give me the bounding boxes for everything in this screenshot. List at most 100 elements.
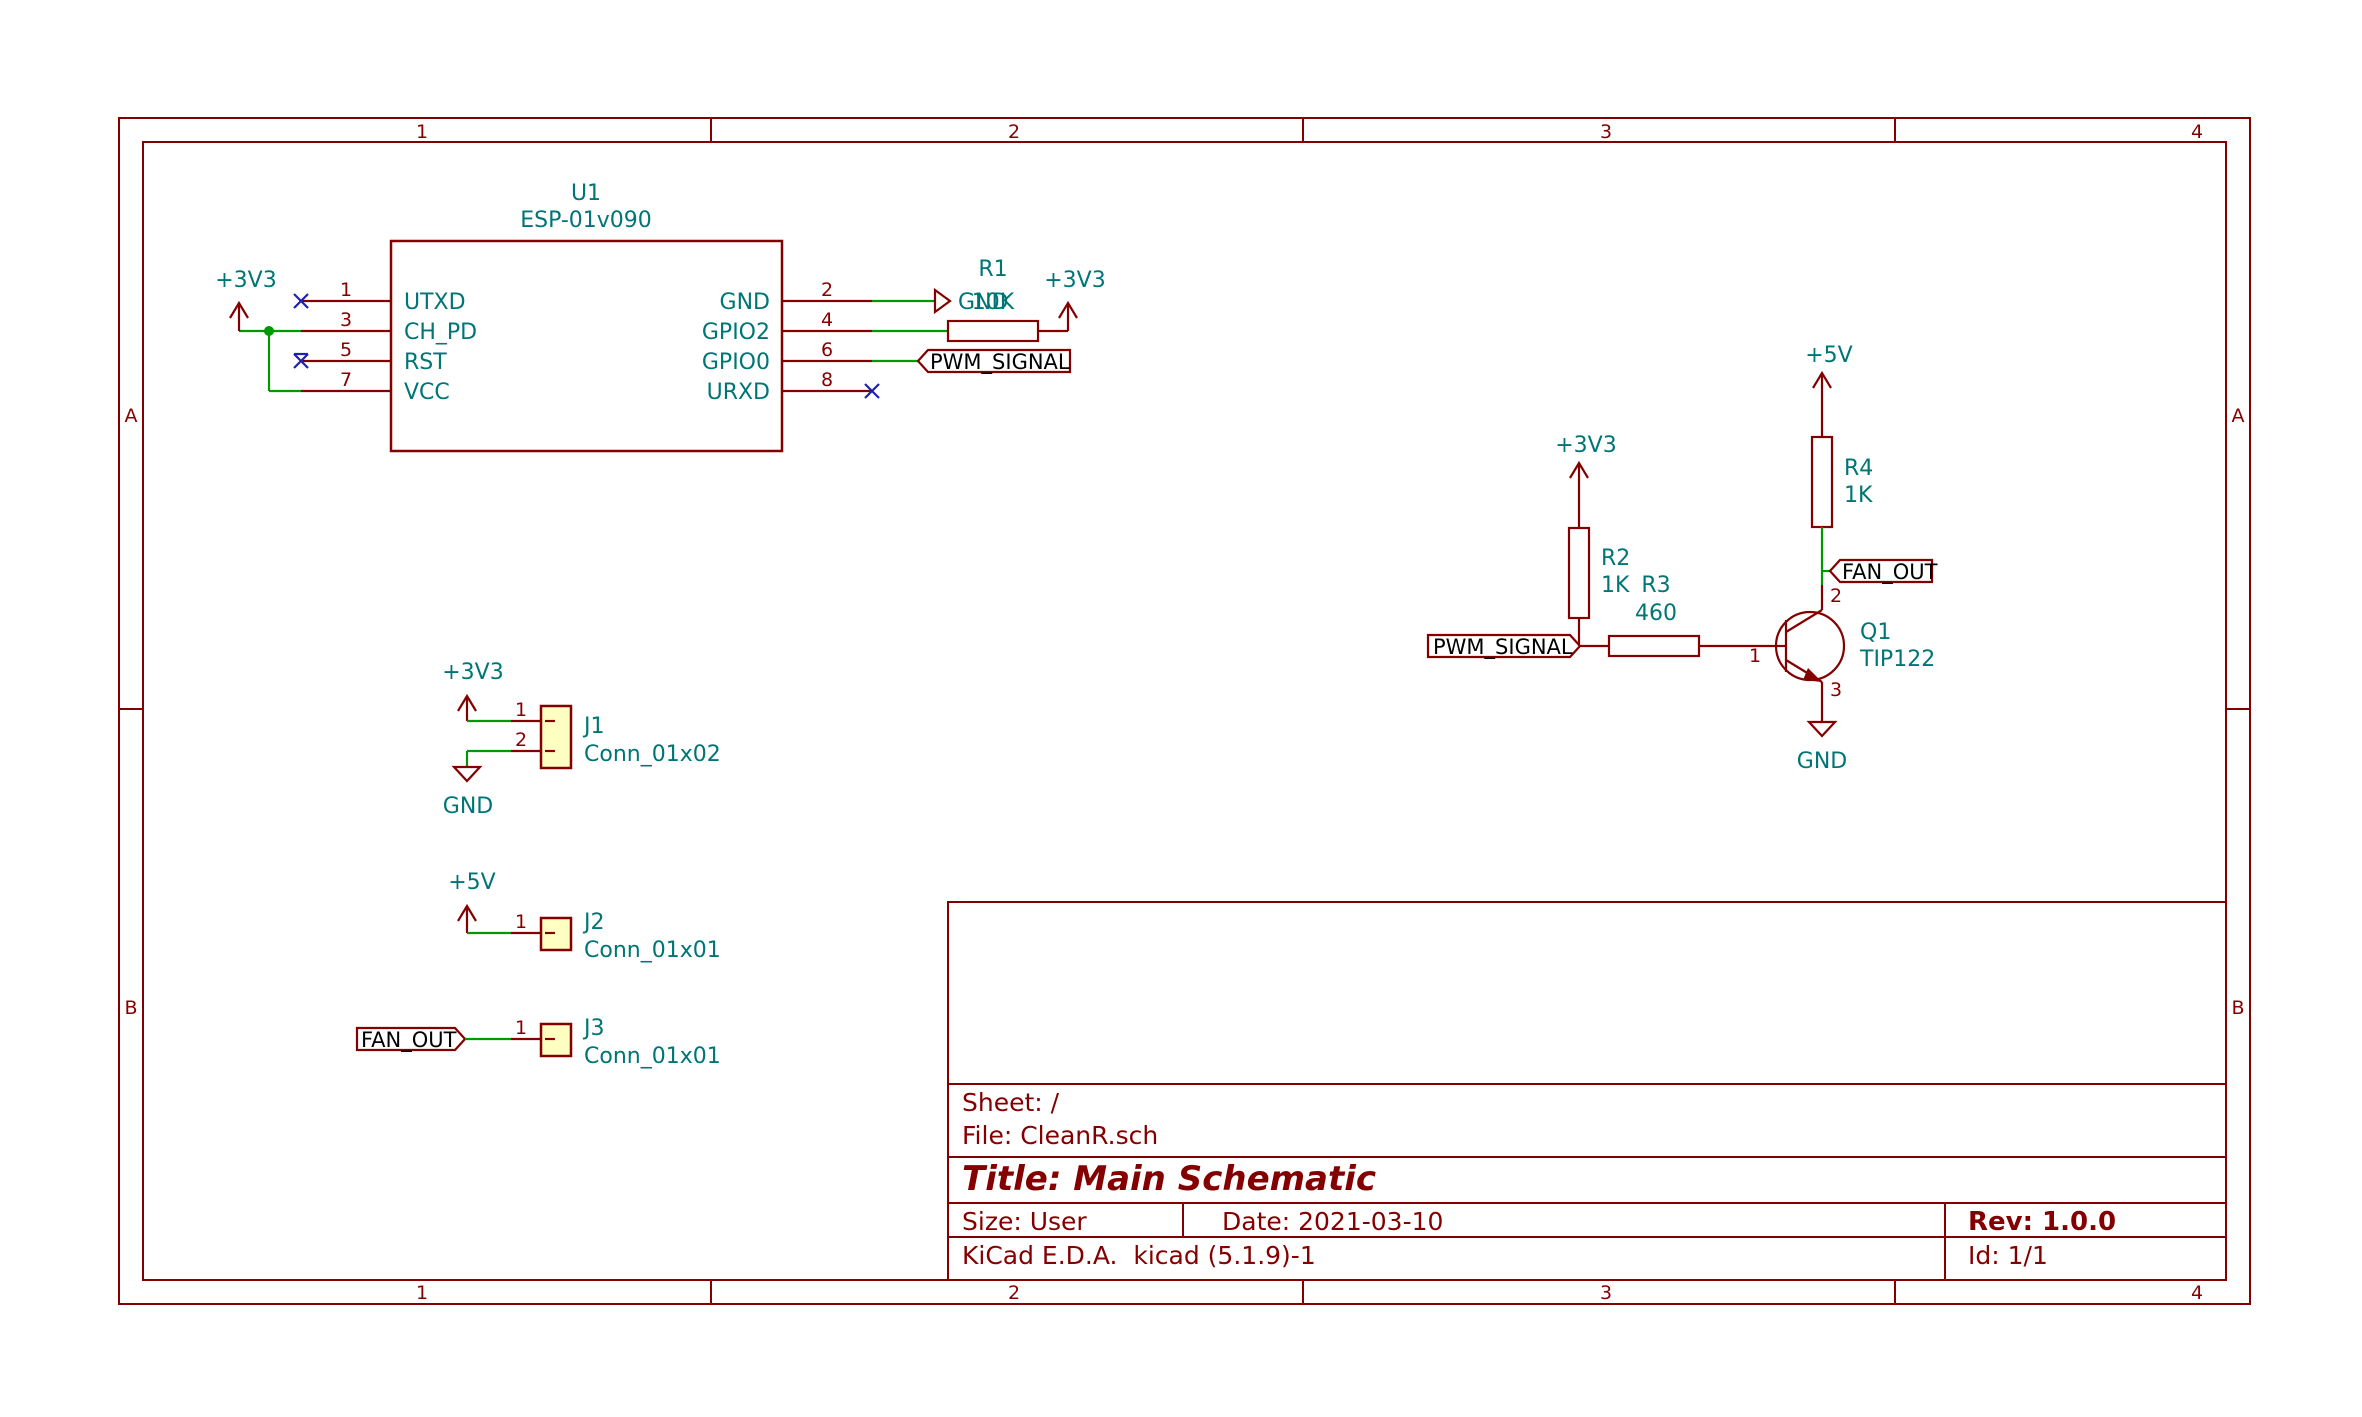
pwm-label-text: PWM_SIGNAL	[930, 350, 1070, 375]
j1-connector[interactable]: +3V3 GND 1 2 J1 Conn_01x02	[442, 660, 720, 819]
r1-resistor[interactable]: R1 10K +3V3	[872, 257, 1106, 343]
q1-driver-circuit: +3V3 R2 1K PWM_SIGNAL R3 460	[1426, 343, 1938, 774]
frame-col-label: 3	[1600, 1282, 1612, 1304]
u1-pin-name: CH_PD	[404, 320, 477, 345]
j3-connector[interactable]: FAN_OUT 1 J3 Conn_01x01	[355, 1016, 721, 1069]
u1-pin-name: UTXD	[404, 290, 466, 315]
j1-pin-number: 1	[515, 699, 527, 721]
title-block-title: Title: Main Schematic	[962, 1159, 1376, 1199]
u1-gnd-net: GND	[872, 287, 1008, 315]
power-label-5v: +5V	[1805, 343, 1852, 368]
u1-pin-name: VCC	[404, 380, 450, 405]
frame-col-label: 1	[416, 121, 428, 143]
q1-value: TIP122	[1859, 647, 1935, 672]
frame-row-labels: A A B B	[124, 405, 2244, 1019]
u1-ref: U1	[571, 181, 601, 206]
power-arrow-icon	[1812, 370, 1832, 389]
u1-esp01-module[interactable]: U1 ESP-01v090 1 3 5 7 UTXD CH_PD RST VCC…	[301, 181, 872, 453]
pwm-label-text: PWM_SIGNAL	[1433, 635, 1573, 660]
gnd-arrow-icon	[933, 287, 952, 315]
u1-pin-name: URXD	[707, 380, 770, 405]
r3-resistor[interactable]: R3 460	[1607, 573, 1701, 658]
pwm-signal-label-q1[interactable]: PWM_SIGNAL	[1426, 633, 1582, 660]
j1-value: Conn_01x02	[584, 742, 721, 767]
u1-pin-name: GPIO2	[702, 320, 770, 345]
no-connect-rst	[293, 352, 309, 369]
gnd-label-q1: GND	[1797, 749, 1847, 774]
power-label-3v3: +3V3	[1044, 268, 1105, 293]
u1-pin-number: 8	[821, 369, 833, 391]
j3-pin-number: 1	[515, 1017, 527, 1039]
junction-dot	[264, 326, 274, 336]
frame-col-label: 3	[1600, 121, 1612, 143]
gnd-arrow-icon	[1806, 720, 1838, 738]
power-label-5v: +5V	[448, 870, 495, 895]
no-connect-utxd	[293, 293, 309, 309]
q1-pin-number: 1	[1749, 645, 1761, 667]
j2-pin-number: 1	[515, 911, 527, 933]
power-label-3v3: +3V3	[1555, 433, 1616, 458]
u1-pin-number: 1	[340, 279, 352, 301]
q1-pin-number: 2	[1830, 585, 1842, 607]
u1-pin-number: 3	[340, 309, 352, 331]
no-connect-markers	[293, 293, 880, 399]
u1-pin-number: 5	[340, 339, 352, 361]
u1-value: ESP-01v090	[520, 208, 652, 233]
u1-pin-name: GND	[720, 290, 770, 315]
pwm-signal-label-u1[interactable]: PWM_SIGNAL	[872, 348, 1072, 375]
title-block-id: Id: 1/1	[1968, 1241, 2048, 1270]
gnd-label-u1: GND	[958, 290, 1008, 315]
r2-ref: R2	[1601, 546, 1630, 571]
power-label-3v3: +3V3	[442, 660, 503, 685]
gnd-arrow-icon	[451, 765, 483, 783]
j1-ref: J1	[582, 714, 605, 739]
fan-label-text: FAN_OUT	[1842, 560, 1938, 585]
title-block: Sheet: / File: CleanR.sch Title: Main Sc…	[947, 901, 2227, 1281]
j2-ref: J2	[582, 910, 605, 935]
frame-col-label: 2	[1008, 121, 1020, 143]
power-arrow-icon	[1058, 300, 1078, 319]
emitter-arrow-icon	[1803, 668, 1822, 682]
u1-pin-number: 4	[821, 309, 833, 331]
u1-pin-name: GPIO0	[702, 350, 770, 375]
u1-vcc-net: +3V3	[215, 268, 301, 393]
frame-column-labels: 1 2 3 4 1 2 3 4	[416, 121, 2203, 1304]
power-arrow-icon	[457, 903, 477, 922]
j2-connector[interactable]: +5V 1 J2 Conn_01x01	[448, 870, 720, 963]
j3-value: Conn_01x01	[584, 1044, 721, 1069]
title-block-file: File: CleanR.sch	[962, 1121, 1158, 1150]
r2-value: 1K	[1601, 573, 1630, 598]
u1-pin-number: 6	[821, 339, 833, 361]
title-block-rev: Rev: 1.0.0	[1968, 1207, 2116, 1237]
r1-value: 10K	[972, 290, 1015, 315]
q1-transistor[interactable]: 1 2 3 Q1 TIP122	[1749, 585, 1935, 710]
frame-col-label: 1	[416, 1282, 428, 1304]
title-block-date: Date: 2021-03-10	[1222, 1207, 1443, 1236]
power-arrow-icon	[1569, 460, 1589, 479]
power-arrow-icon	[457, 693, 477, 712]
u1-body	[389, 239, 784, 453]
r3-value: 460	[1635, 601, 1677, 626]
frame-row-label: A	[2232, 405, 2245, 427]
u1-pin-number: 2	[821, 279, 833, 301]
frame-row-label: A	[125, 405, 138, 427]
r3-ref: R3	[1641, 573, 1670, 598]
j3-ref: J3	[582, 1016, 605, 1041]
fan-out-label-q1[interactable]: FAN_OUT	[1822, 558, 1938, 585]
q1-ref: Q1	[1860, 620, 1891, 645]
gnd-label-j1: GND	[443, 794, 493, 819]
j1-pin-number: 2	[515, 729, 527, 751]
j2-value: Conn_01x01	[584, 938, 721, 963]
r1-ref: R1	[978, 257, 1007, 282]
frame-col-label: 4	[2191, 121, 2203, 143]
r4-resistor[interactable]: R4 1K	[1810, 435, 1873, 529]
r4-ref: R4	[1844, 456, 1873, 481]
frame-row-label: B	[2231, 997, 2244, 1019]
title-block-size: Size: User	[962, 1207, 1087, 1236]
r2-resistor[interactable]: R2 1K	[1567, 526, 1630, 646]
power-label-3v3: +3V3	[215, 268, 276, 293]
r4-value: 1K	[1844, 483, 1873, 508]
fan-label-text: FAN_OUT	[361, 1028, 457, 1053]
no-connect-urxd	[864, 383, 880, 399]
